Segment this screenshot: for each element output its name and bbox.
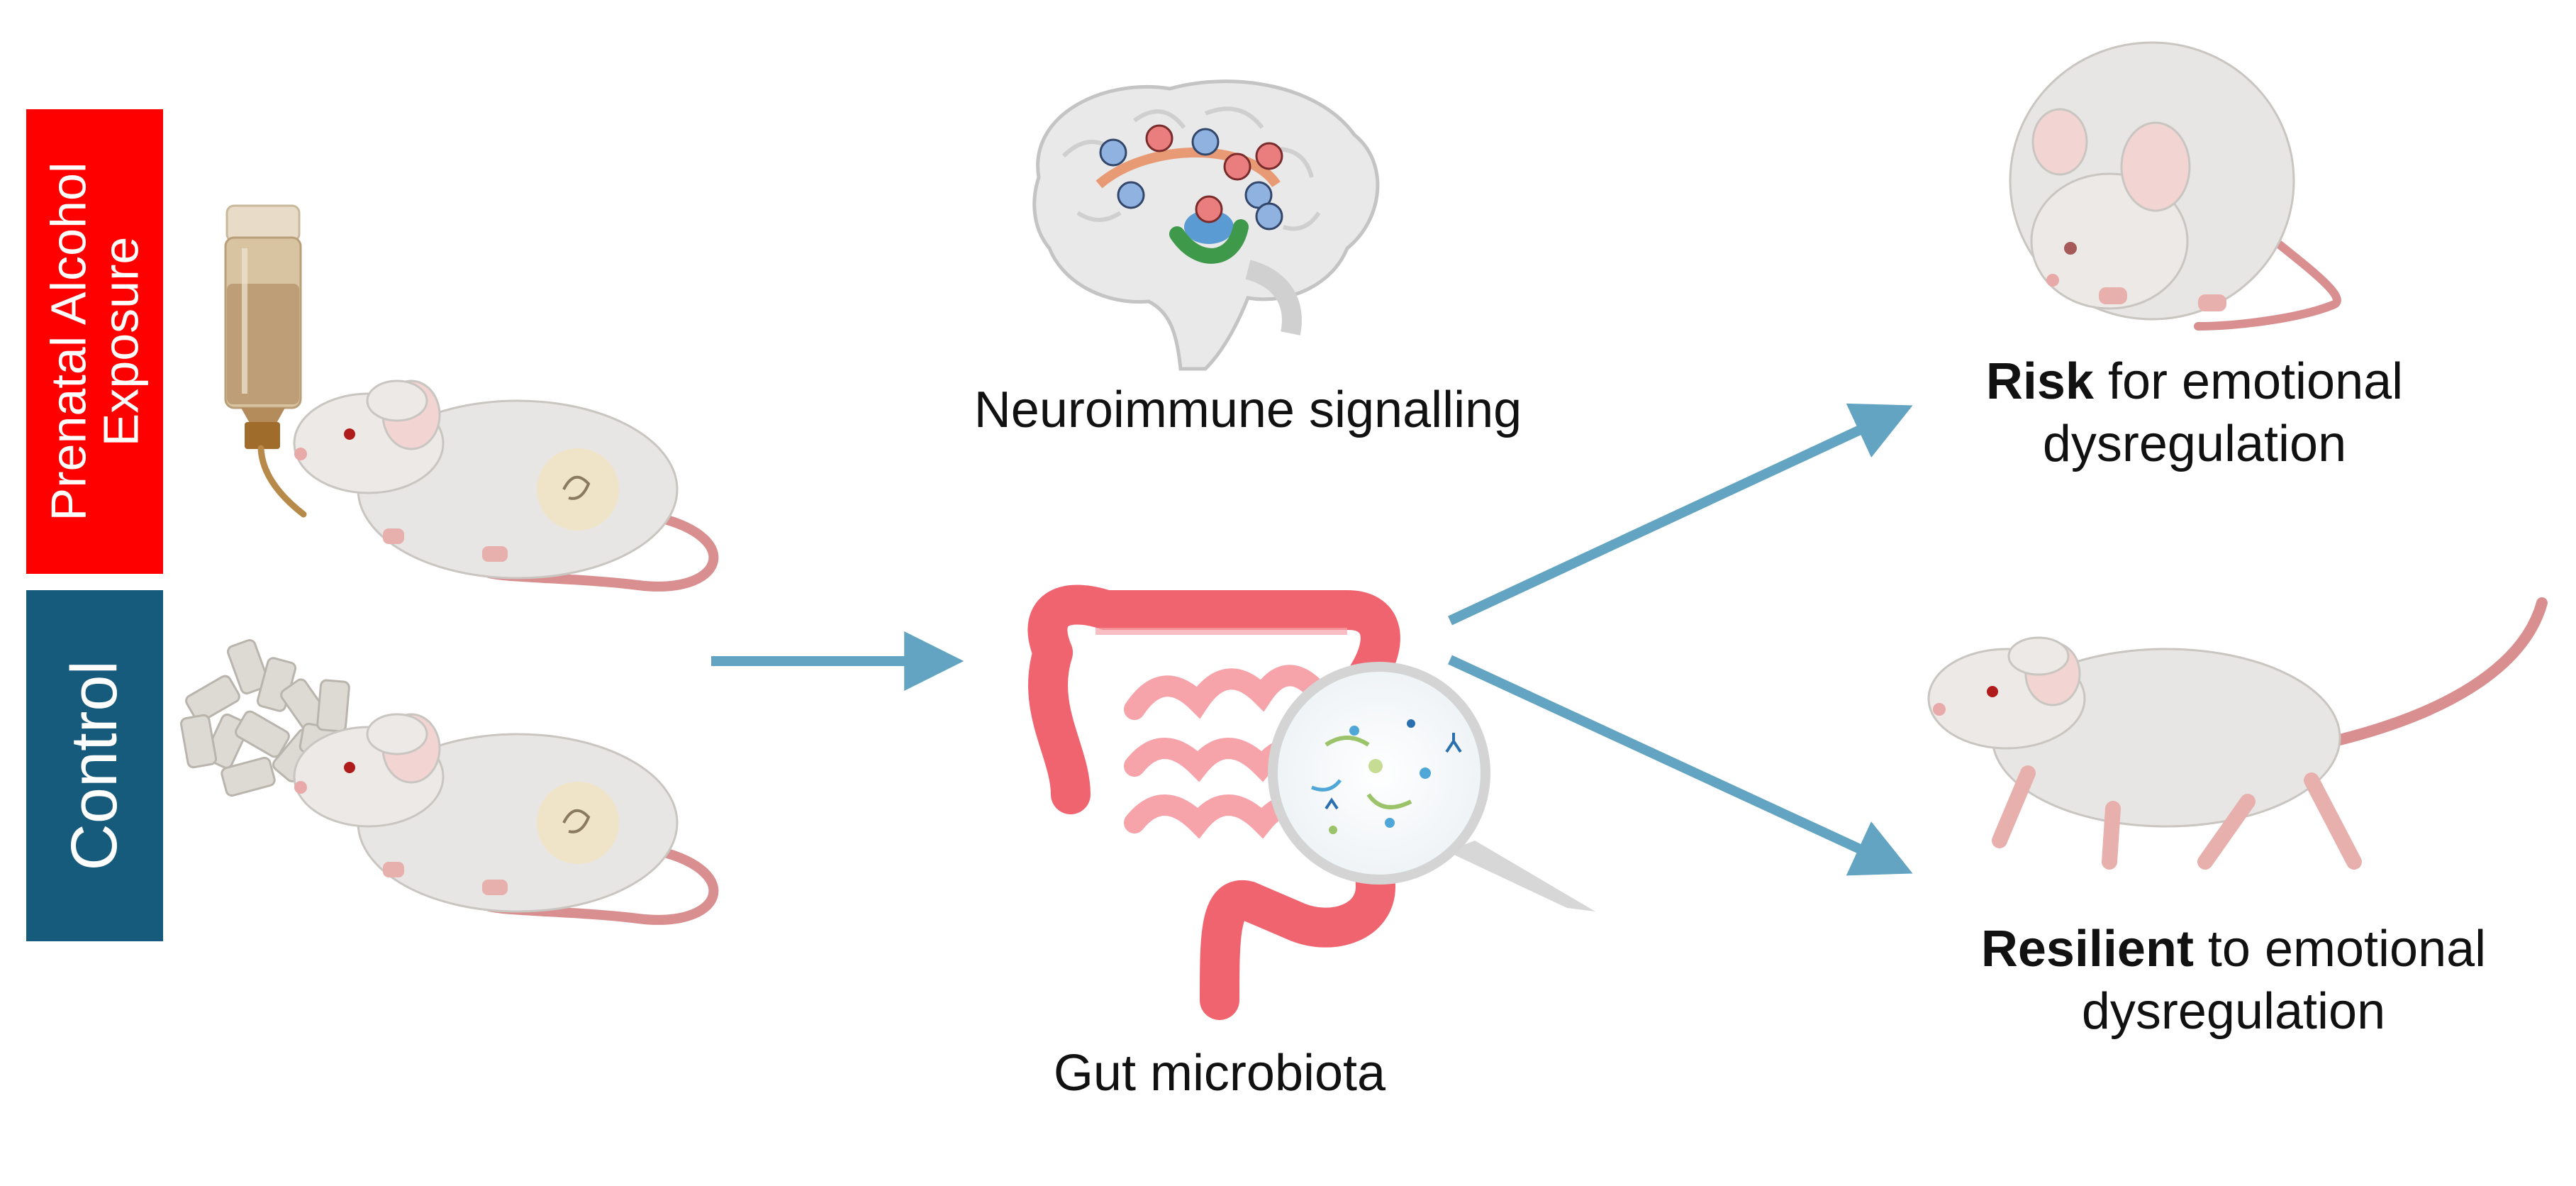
risk-rest: for emotional xyxy=(2093,353,2404,410)
neuroimmune-label: Neuroimmune signalling xyxy=(974,382,1522,438)
resilient-rest: to emotional xyxy=(2193,921,2487,977)
resilient-line2: dysregulation xyxy=(2081,982,2386,1040)
control-pregnant-mouse-icon xyxy=(293,713,719,925)
water-bottle-icon xyxy=(224,204,307,518)
control-group-label: Control xyxy=(26,590,163,941)
arrow-to-resilient xyxy=(1448,655,1913,876)
risk-outcome-label: Risk for emotional dysregulation xyxy=(1858,351,2531,476)
resilient-mouse-icon xyxy=(1927,597,2548,870)
resilient-bold: Resilient xyxy=(1980,921,2194,977)
resilient-outcome-label: Resilient to emotional dysregulation xyxy=(1914,919,2553,1043)
pae-pregnant-mouse-icon xyxy=(293,379,719,592)
magnifier-microbes-icon xyxy=(1268,662,1595,911)
gut-icon xyxy=(1027,584,1400,1020)
pae-group-label: Prenatal Alcohol Exposure xyxy=(26,109,163,574)
gut-microbiota-label: Gut microbiota xyxy=(1053,1045,1386,1102)
arrow-to-risk xyxy=(1448,403,1913,626)
brain-icon xyxy=(1032,79,1380,371)
risk-bold: Risk xyxy=(1985,353,2094,410)
risk-line2: dysregulation xyxy=(2042,415,2347,472)
risk-mouse-icon xyxy=(2009,41,2341,331)
